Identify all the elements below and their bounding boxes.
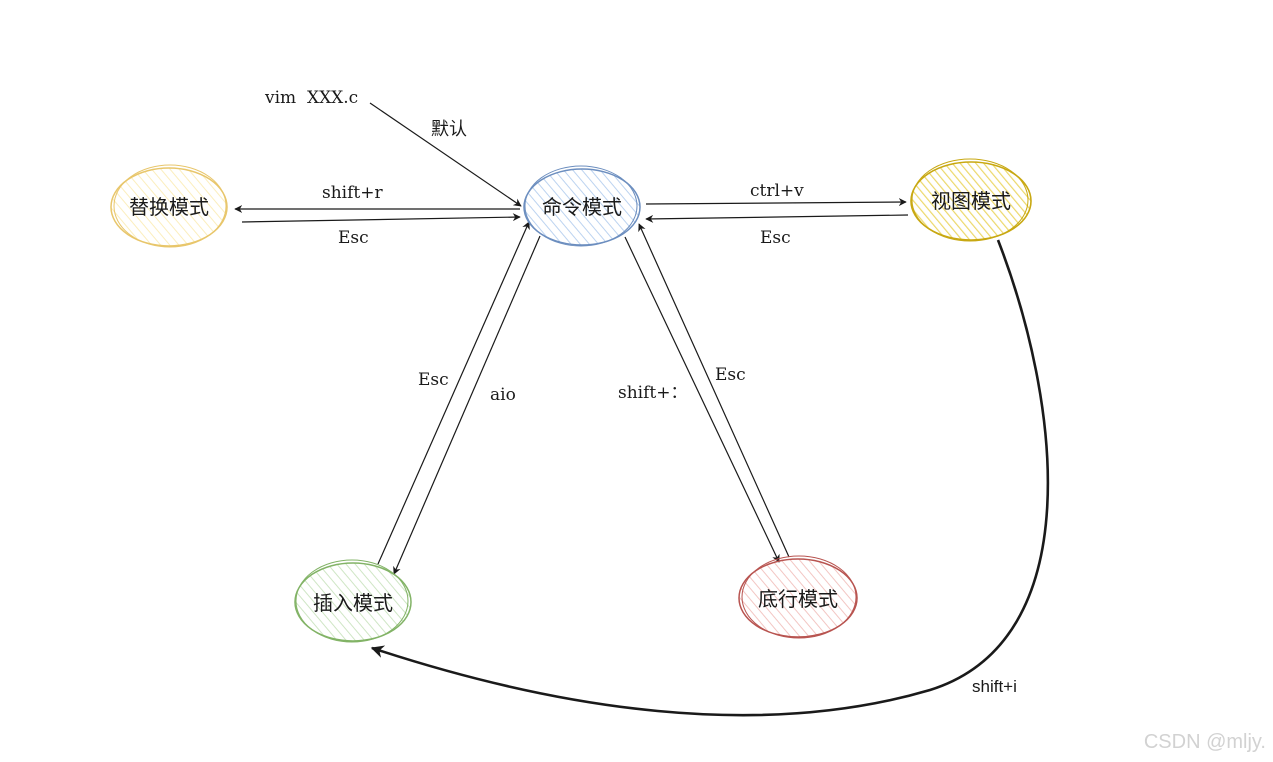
replace-to-command-label: Esc [338,228,369,248]
insert-mode-outline [294,562,412,642]
command-to-insert-arrow [393,235,541,575]
command-mode-outline [523,168,641,246]
visual-to-insert-label: shift+i [972,677,1017,696]
command-mode-node: 命令模式 [523,165,641,247]
lastline-mode-node: 底行模式 [738,555,858,639]
start-arrow [369,102,522,207]
insert-mode-label: 插入模式 [313,591,393,615]
lastline-mode-label: 底行模式 [758,587,838,611]
command-to-lastline-arrow [624,236,780,563]
visual-mode-node: 视图模式 [910,158,1032,242]
replace-to-command-arrow [241,213,521,223]
replace-mode-label: 替换模式 [129,195,209,219]
lastline-to-command-label: Esc [715,365,746,385]
visual-to-insert-arrow [370,239,1050,717]
command-to-visual-label: ctrl+v [750,181,804,201]
visual-to-command-arrow [645,214,909,223]
command-to-replace-label: shift+r [322,183,383,203]
visual-mode-label: 视图模式 [931,189,1011,213]
insert-mode-node: 插入模式 [294,559,412,643]
visual-to-command-label: Esc [760,228,791,248]
insert-to-command-arrow [377,221,530,565]
command-to-visual-arrow [645,198,907,207]
default-label: 默认 [431,119,467,140]
command-to-lastline-label: shift+： [618,383,687,403]
command-mode-label: 命令模式 [542,195,622,219]
lastline-to-command-arrow [638,223,790,558]
command-to-insert-label: aio [490,385,516,405]
lastline-mode-outline [738,558,858,638]
start-command-label: vim XXX.c [264,88,358,108]
replace-mode-outline [110,167,228,247]
insert-to-command-label: Esc [418,370,449,390]
csdn-watermark: CSDN @mljy. [1144,731,1266,753]
visual-mode-outline [910,161,1032,241]
replace-mode-node: 替换模式 [110,164,228,248]
